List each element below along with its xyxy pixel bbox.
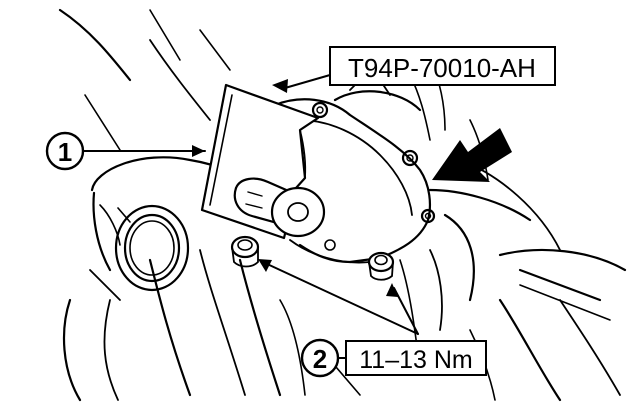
bolt-left: [230, 235, 260, 268]
callout-2: 2: [300, 338, 340, 378]
bolt-right-arrowhead: [386, 283, 398, 297]
tool-leader-arrowhead: [272, 79, 288, 93]
direction-arrow: [432, 128, 512, 182]
housing-boss: [114, 204, 190, 292]
bolt-left-arrowhead: [258, 259, 272, 272]
callout-2-number: 2: [313, 344, 327, 374]
transmission-housing: [58, 8, 627, 402]
callout-2-leader-left: [264, 262, 419, 335]
torque-label-box: 11–13 Nm: [345, 340, 487, 376]
range-sensor: [273, 98, 436, 264]
tool-leader-line: [284, 74, 331, 89]
callout-1-arrowhead: [192, 145, 205, 157]
callout-1: 1: [45, 131, 85, 171]
callout-2-leader-right: [393, 287, 419, 335]
manual-lever-shaft: [233, 177, 326, 238]
tool-label-box: T94P-70010-AH: [329, 46, 556, 86]
bolt-right: [367, 251, 395, 281]
callout-1-number: 1: [58, 137, 72, 167]
tool-label: T94P-70010-AH: [348, 53, 536, 83]
torque-label: 11–13 Nm: [359, 346, 473, 374]
